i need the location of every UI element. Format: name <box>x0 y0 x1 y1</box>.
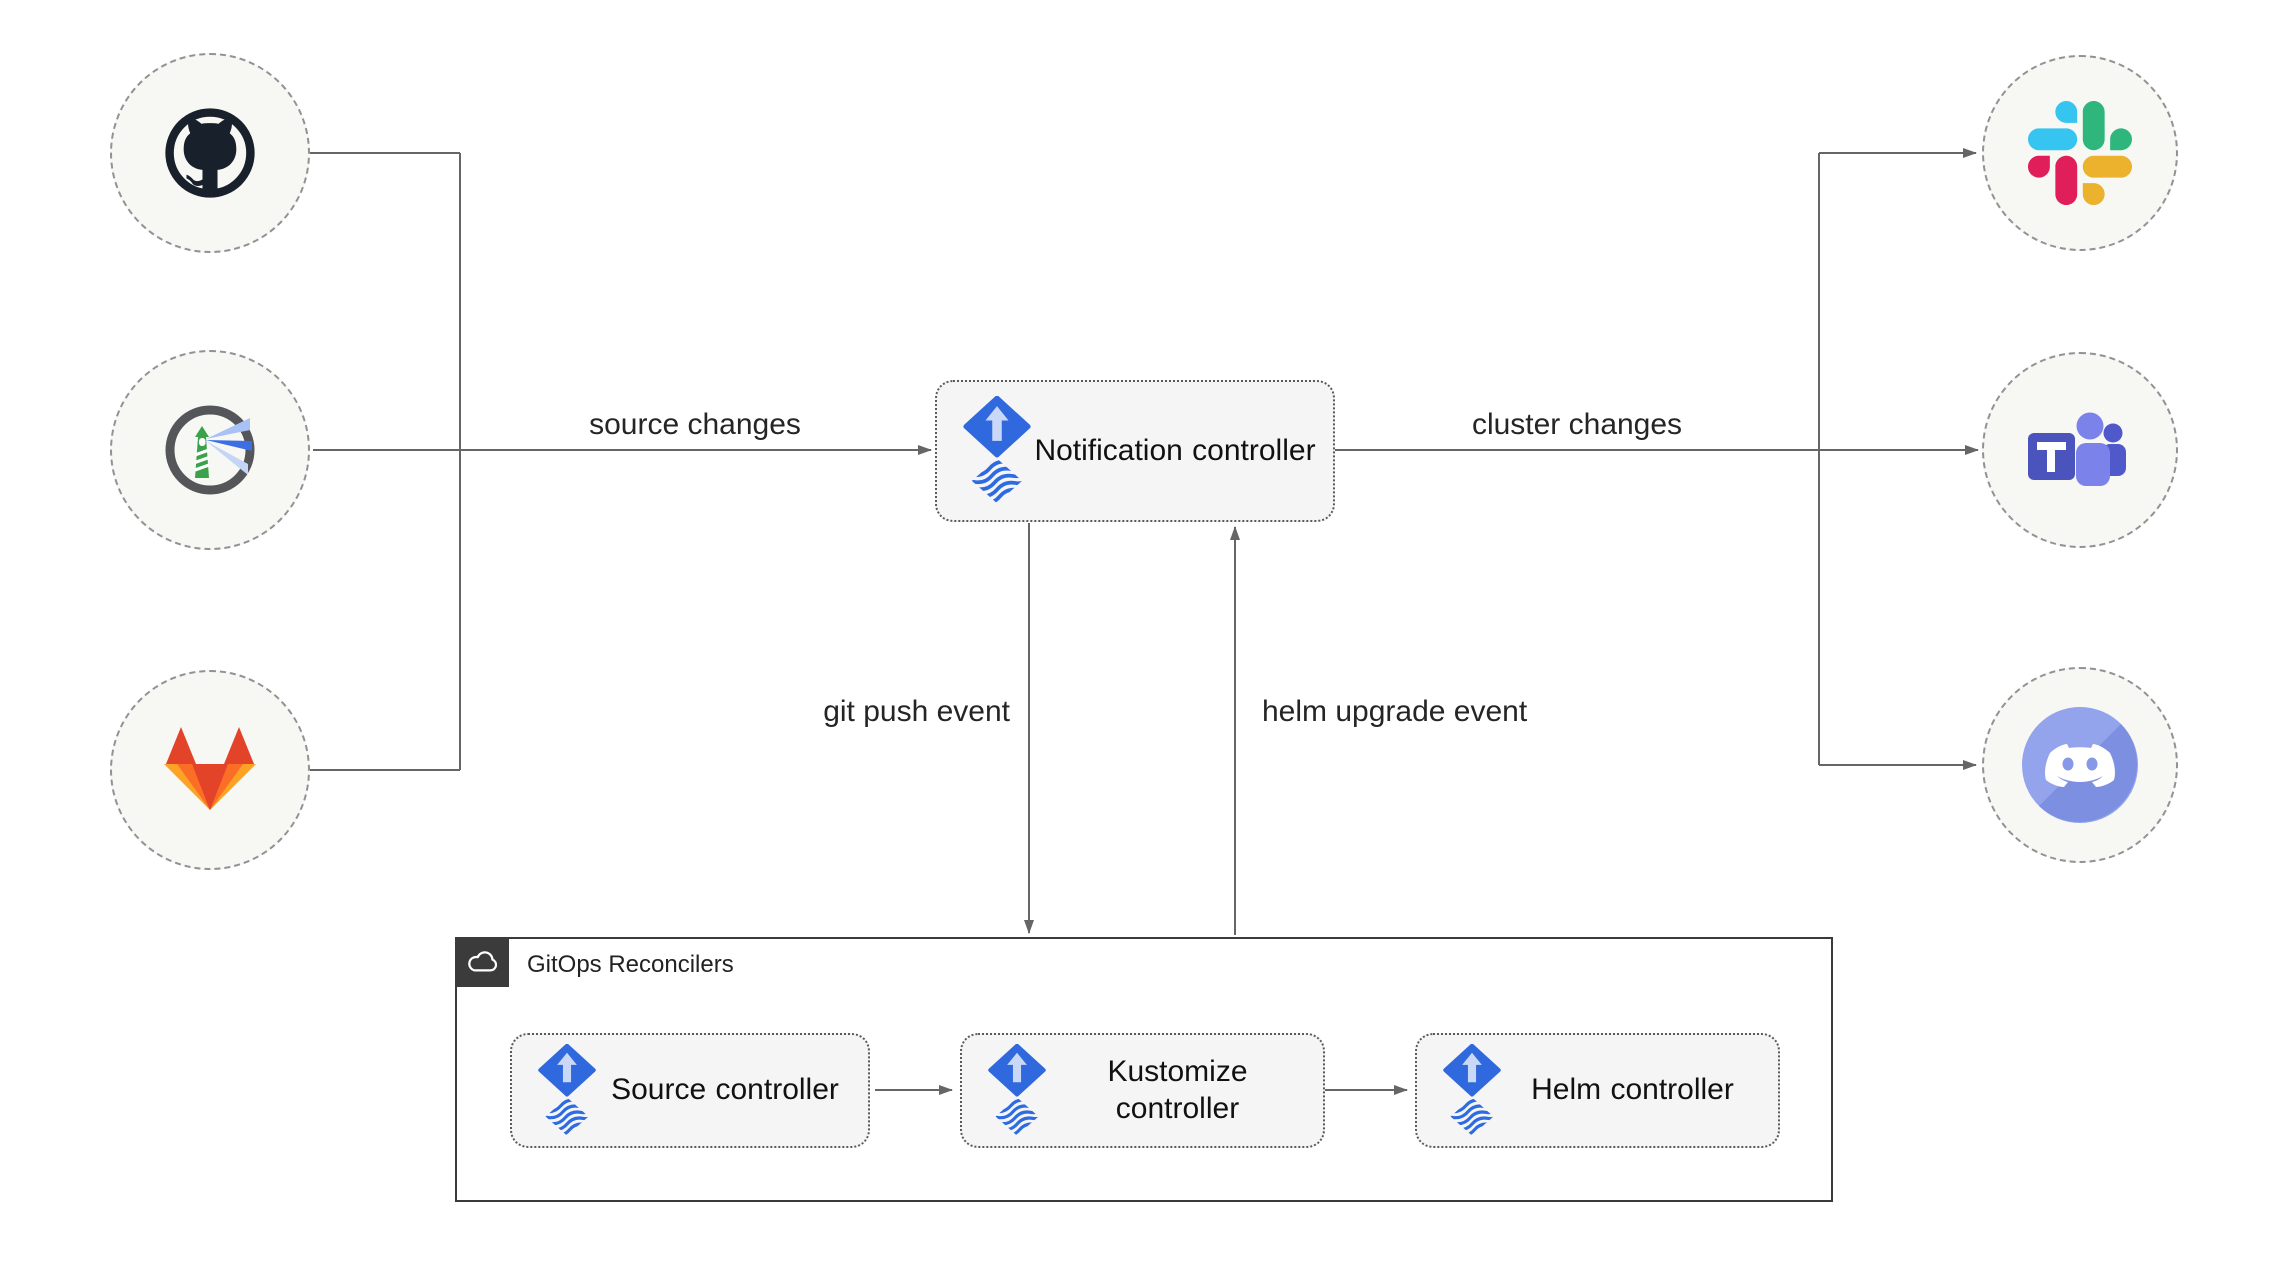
node-discord <box>1982 667 2178 863</box>
helm-controller-label: Helm controller <box>1531 1073 1734 1107</box>
node-helm-controller: Helm controller <box>1415 1033 1780 1148</box>
github-icon <box>165 108 255 198</box>
source-controller-label: Source controller <box>611 1073 839 1107</box>
edge-label-cluster-changes: cluster changes <box>1471 408 1683 441</box>
flux-icon <box>963 396 1031 506</box>
node-harbor <box>110 350 310 550</box>
flux-icon <box>1443 1044 1501 1138</box>
edge-label-source-changes: source changes <box>589 408 801 441</box>
node-gitlab <box>110 670 310 870</box>
gitops-reconcilers-title: GitOps Reconcilers <box>527 951 734 978</box>
teams-icon <box>2028 412 2126 486</box>
harbor-icon <box>165 405 255 495</box>
notification-controller-label: Notification controller <box>1034 433 1316 467</box>
edge-label-helm-upgrade-event: helm upgrade event <box>1262 695 1528 728</box>
cloud-icon <box>468 951 498 972</box>
node-microsoft-teams <box>1982 352 2178 548</box>
flux-icon <box>988 1044 1046 1138</box>
node-kustomize-controller: Kustomize controller <box>960 1033 1325 1148</box>
gitops-reconcilers-container <box>455 937 1833 1202</box>
flux-icon <box>538 1044 596 1138</box>
node-slack <box>1982 55 2178 251</box>
kustomize-controller-label: Kustomize controller <box>1107 1054 1248 1125</box>
node-github <box>110 53 310 253</box>
gitlab-icon <box>164 727 256 810</box>
discord-icon <box>2022 707 2138 823</box>
gitops-reconcilers-badge <box>455 937 509 987</box>
edge-label-git-push-event: git push event <box>823 695 1010 728</box>
slack-icon <box>2028 101 2132 205</box>
node-source-controller: Source controller <box>510 1033 870 1148</box>
node-notification-controller: Notification controller <box>935 380 1335 522</box>
